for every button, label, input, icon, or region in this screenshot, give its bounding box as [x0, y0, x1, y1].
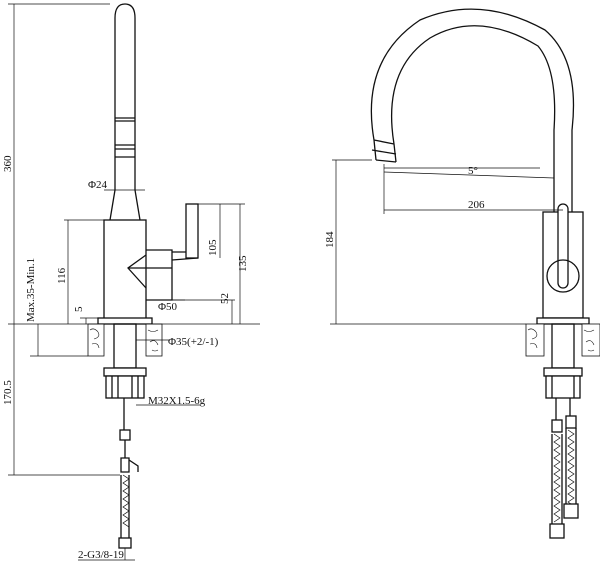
lever-diameter-label: Φ50: [158, 301, 178, 313]
thread-label: M32X1.5-6g: [148, 395, 206, 407]
handle-height-label: 105: [207, 239, 219, 256]
hose-thread-label: 2-G3/8-19: [78, 549, 124, 561]
base-height-label: 5: [73, 306, 85, 312]
angle-label: 5°: [468, 165, 478, 177]
spout-diameter-label: Φ24: [88, 179, 108, 191]
handle-total-label: 135: [237, 255, 249, 272]
side-height-label: 184: [324, 231, 336, 248]
counter-thickness-label: Max.35-Min.1: [25, 258, 37, 322]
body-height-label: 116: [56, 267, 68, 284]
total-height-label: 360: [2, 155, 14, 172]
under-length-label: 170.5: [2, 380, 14, 405]
side-view: 184 5° 206: [324, 8, 600, 539]
reach-label: 206: [468, 199, 485, 211]
front-view: 360 Φ24 116 105 135 52 Φ50 Max.35-Min.1 …: [2, 3, 260, 561]
handle-offset-label: 52: [219, 293, 231, 304]
hole-diameter-label: Φ35(+2/-1): [168, 336, 219, 348]
